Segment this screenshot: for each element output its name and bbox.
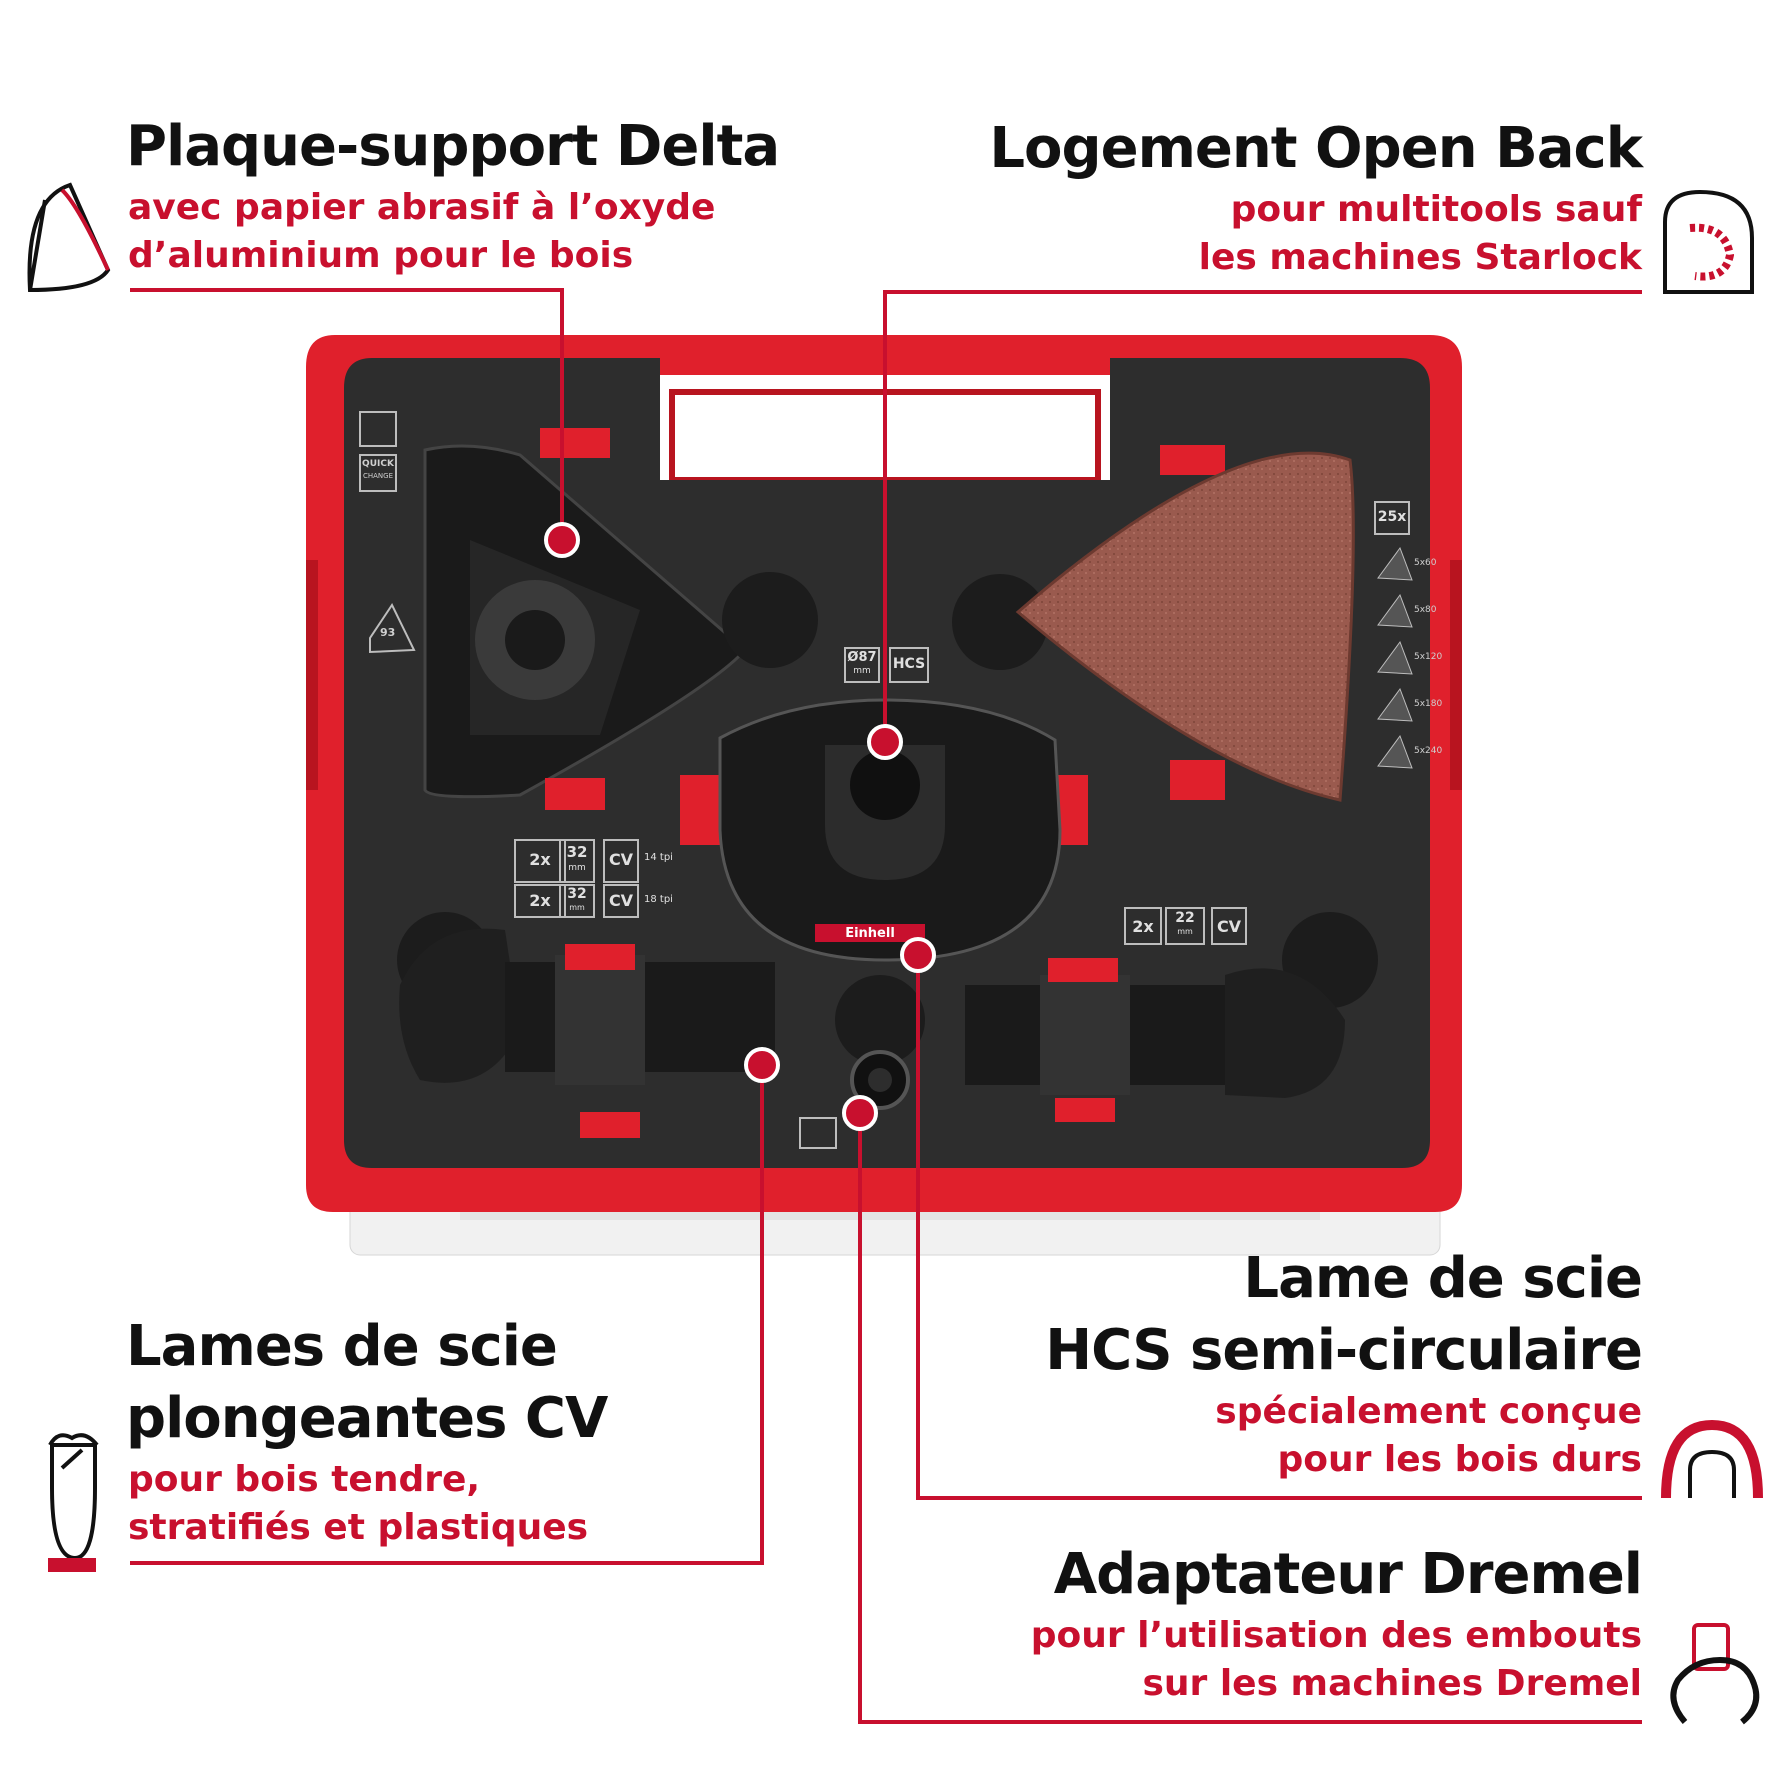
hcs-subtitle-line2: pour les bois durs [1277,1439,1642,1480]
dremel-adapter [799,1050,910,1149]
row2-qty: 2x [529,891,551,910]
row1-qty: 2x [529,850,551,869]
semi-circular-blade-icon [1661,1419,1763,1499]
row3-qty: 2x [1132,917,1154,936]
openback-subtitle-line2: les machines Starlock [1198,237,1642,278]
plunge-title-line2: plongeantes CV [126,1386,608,1451]
grit-label: 5x120 [1414,652,1443,662]
grit-label: 5x60 [1414,558,1437,568]
row3-size: 22 [1175,910,1195,926]
brand-label-center: Einhell [845,926,895,941]
row1-unit: mm [568,863,586,873]
plunge-subtitle-line1: pour bois tendre, [128,1459,481,1500]
delta-title: Plaque-support Delta [126,114,780,179]
hcs-subtitle-line1: spécialement conçue [1215,1391,1642,1432]
plunge-title-line1: Lames de scie [126,1314,558,1379]
diameter-unit: mm [853,666,871,676]
row2-material: CV [608,891,634,910]
diameter-label: Ø87 [847,650,877,665]
leader-lines [130,288,1642,1724]
dremel-subtitle-line2: sur les machines Dremel [1142,1663,1643,1704]
hcs-semi-circular-blade [680,698,1088,962]
center-labels [844,647,929,683]
quick-label: QUICK [362,459,394,469]
delta-subtitle-line2: d’aluminium pour le bois [128,235,634,276]
delta-93-label: 93 [380,626,396,639]
row1-size: 32 [566,843,588,861]
quick-change-labels [359,411,416,654]
hcs-title-line1: Lame de scie [1243,1246,1643,1311]
plunge-blades-right [965,907,1345,1122]
sanding-sheets [1015,445,1413,802]
row1-tpi: 14 tpi [644,852,673,863]
row2-unit: mm [569,903,585,912]
plunge-blades [399,839,775,1138]
delta-plate [423,428,748,810]
row3-material: CV [1216,917,1242,936]
dremel-subtitle-line1: pour l’utilisation des embouts [1030,1615,1642,1656]
grit-label: 5x240 [1414,746,1443,756]
plunge-blade-icon [48,1433,99,1572]
delta-subtitle-line1: avec papier abrasif à l’oxyde [128,187,716,228]
change-label: CHANGE [362,472,394,480]
open-back-mount-icon [1663,189,1754,294]
row2-tpi: 18 tpi [644,894,673,905]
openback-title: Logement Open Back [989,116,1643,181]
grit-label: 5x180 [1414,699,1443,709]
hcs-title-line2: HCS semi-circulaire [1045,1318,1643,1383]
leader-dots [544,522,936,1131]
openback-subtitle-line1: pour multitools sauf [1230,189,1642,230]
plunge-subtitle-line2: stratifiés et plastiques [128,1507,589,1548]
qty-25-label: 25x [1377,509,1407,525]
delta-sanding-pad-icon [27,182,111,293]
row1-material: CV [608,850,634,869]
grit-label: 5x80 [1414,605,1437,615]
row2-size: 32 [567,886,587,902]
dremel-title: Adaptateur Dremel [1053,1542,1643,1607]
hcs-label: HCS [892,656,926,672]
dremel-adapter-icon [1670,1623,1760,1725]
row3-unit: mm [1177,927,1193,936]
